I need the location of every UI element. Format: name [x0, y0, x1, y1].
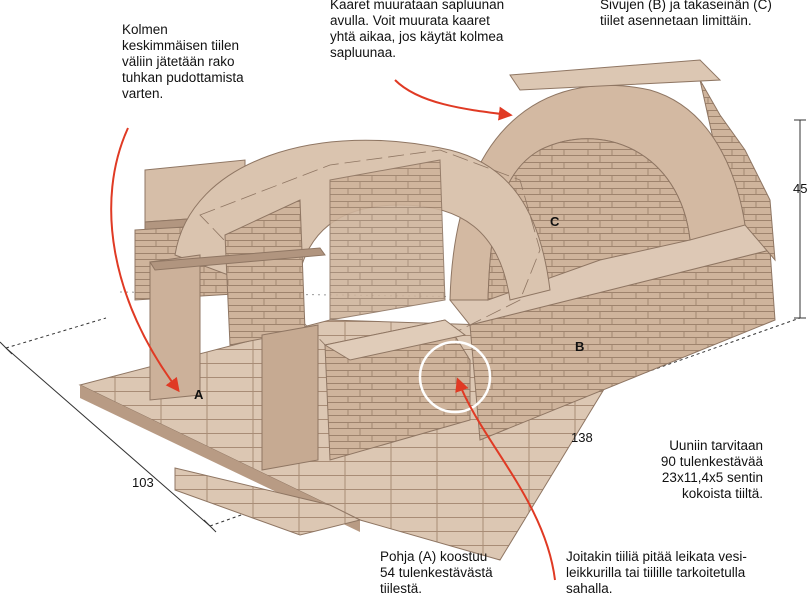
note-sides: Sivujen (B) ja takaseinän (C) tiilet ase… — [600, 0, 772, 28]
note-arches: Kaaret muurataan sapluunan avulla. Voit … — [330, 0, 505, 60]
pillars — [149, 247, 326, 471]
arrows — [110, 79, 556, 581]
side-wall — [449, 79, 776, 441]
part-label-b: B — [575, 339, 584, 354]
arrow-cutting — [455, 377, 556, 581]
dimension-height: 45 — [793, 181, 807, 196]
note-bricks-needed: Uuniin tarvitaan 90 tulenkestävää 23x11,… — [660, 438, 763, 501]
part-label-a: A — [194, 387, 204, 402]
note-ash-gap: Kolmen keskimmäisen tiilen väliin jätetä… — [122, 22, 244, 101]
note-base: Pohja (A) koostuu 54 tulenkestävästä tii… — [380, 549, 493, 596]
dimension-length: 138 — [571, 430, 593, 445]
dimension-width: 103 — [132, 475, 154, 490]
highlight-circle — [418, 340, 492, 414]
front-arch — [174, 139, 551, 351]
arrow-arches — [394, 79, 513, 121]
front-stack — [323, 319, 471, 461]
note-cutting: Joitakin tiiliä pitää leikata vesi- leik… — [566, 549, 747, 596]
arrow-ash-gap — [110, 127, 180, 393]
part-label-c: C — [550, 214, 560, 229]
